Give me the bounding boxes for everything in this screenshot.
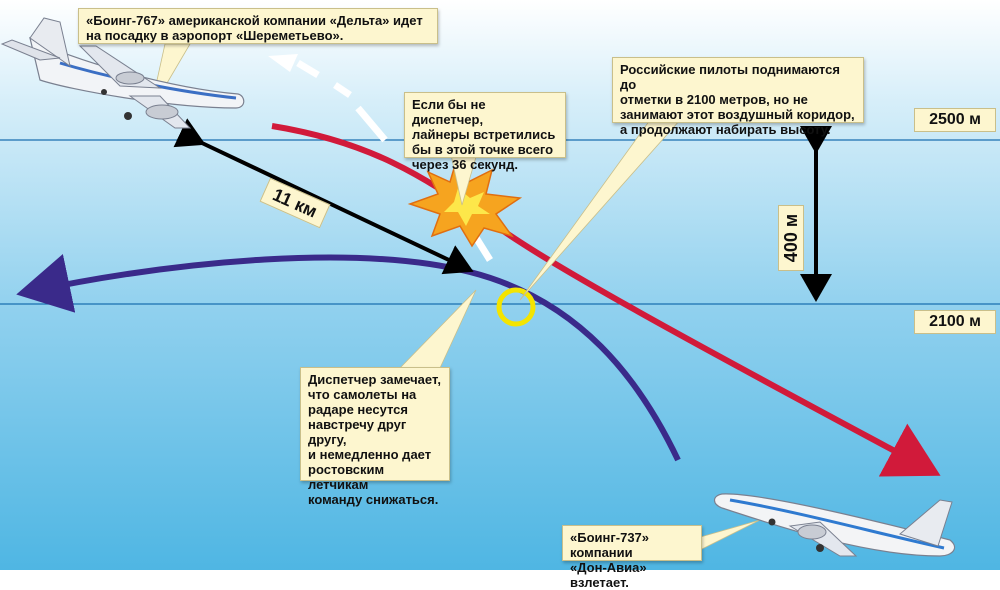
boeing-737-airplane-icon [713, 493, 955, 557]
callout-pointers [149, 43, 761, 556]
vertical-gap-label: 400 м [778, 205, 804, 271]
boeing-767-airplane-icon [0, 17, 245, 129]
boeing-737-callout: «Боинг-737» компании «Дон-Авиа» взлетает… [562, 525, 702, 590]
russian-pilots-callout: Российские пилоты поднимаются до отметки… [612, 57, 864, 137]
altitude-label-2500: 2500 м [914, 108, 996, 132]
distance-arrow [173, 118, 474, 275]
dispatcher-callout: Диспетчер замечает, что самолеты на рада… [300, 367, 450, 507]
conflict-point-ring [496, 287, 536, 327]
collision-point-callout: Если бы не диспетчер, лайнеры встретилис… [404, 92, 566, 172]
white-arrow-head [268, 54, 298, 72]
explosion-core [444, 188, 490, 226]
altitude-label-2100: 2100 м [914, 310, 996, 334]
boeing-767-callout: «Боинг-767» американской компании «Дельт… [78, 8, 438, 44]
